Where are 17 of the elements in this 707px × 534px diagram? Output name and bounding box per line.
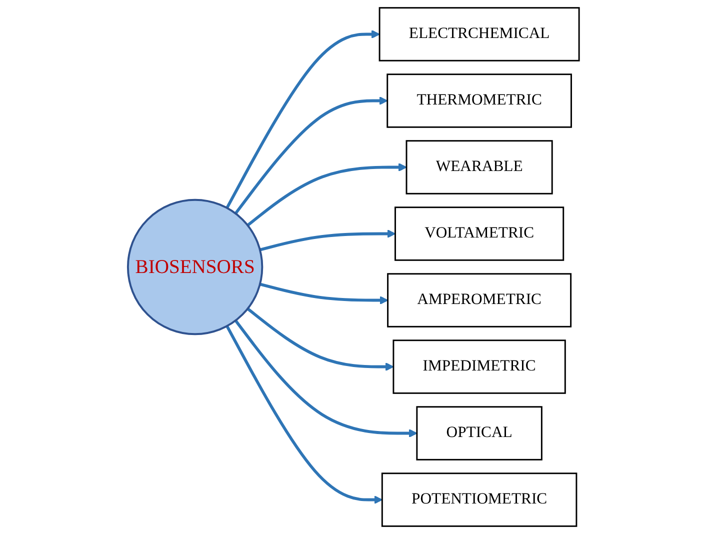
arrow [246,162,407,226]
node-circle: BIOSENSORS [126,198,264,336]
node-box: AMPEROMETRIC [387,273,572,328]
node-box: VOLTAMETRIC [394,206,564,261]
node-box: OPTICAL [416,406,542,460]
arrow [260,229,396,252]
arrow [234,96,388,214]
arrow [260,282,388,305]
node-box: THERMOMETRIC [386,74,572,128]
arrow [226,325,383,504]
arrow [226,30,380,209]
arrow [246,308,394,372]
node-box: ELECTRCHEMICAL [378,7,580,62]
node-box: WEARABLE [406,140,553,194]
node-box: IMPEDIMETRIC [392,340,566,394]
node-box: POTENTIOMETRIC [381,472,578,527]
arrow [234,320,418,438]
